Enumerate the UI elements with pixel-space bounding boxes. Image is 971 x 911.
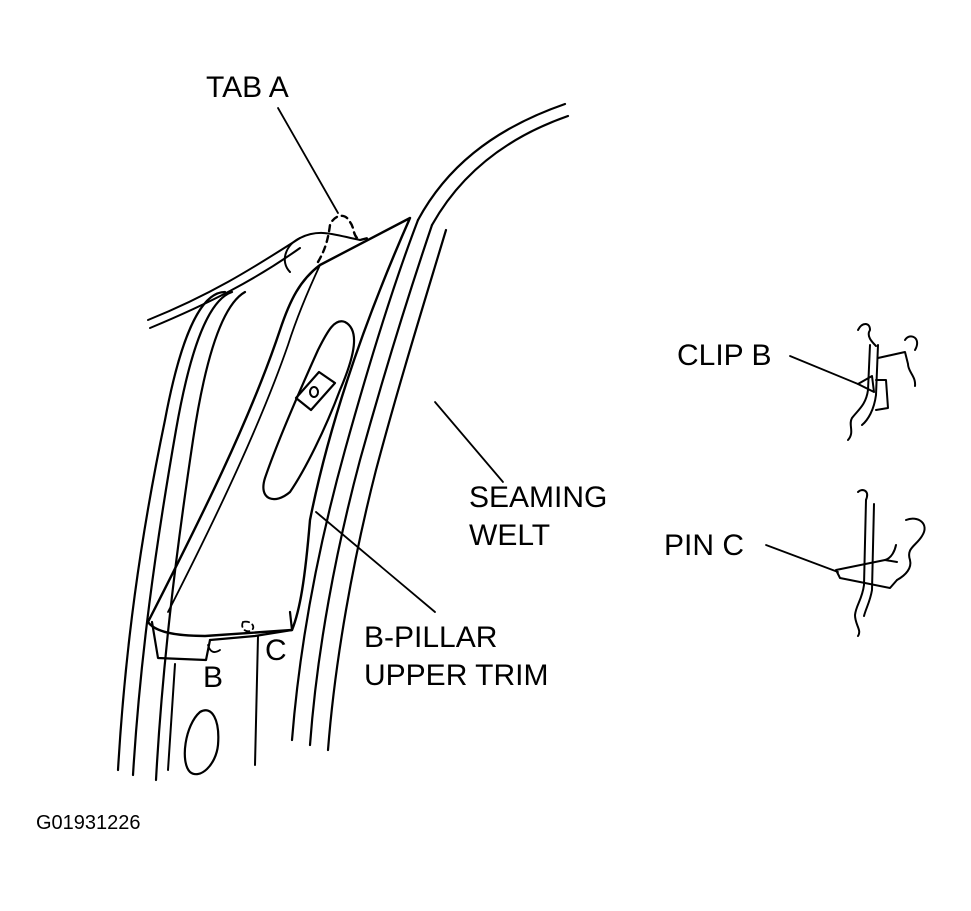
tab-a-label: TAB A [206,71,289,104]
b-pillar-label-line2: UPPER TRIM [364,659,549,692]
seaming-welt-label-line1: SEAMING [469,481,608,514]
clip-b-label: CLIP B [677,339,772,372]
leader-lines [277,107,859,613]
seaming-welt-leader [434,401,504,483]
seaming-welt [290,102,570,752]
b-pillar-leader [315,511,436,613]
seaming-welt-label-line2: WELT [469,519,551,552]
pin-c-detail [835,489,926,637]
b-pillar-upper-trim-shape [146,216,412,662]
clip-b-leader [789,355,859,385]
pin-c-leader [765,544,839,573]
tab-a-leader [277,107,339,214]
b-marker-label: B [203,661,224,694]
roof-rail [147,231,361,329]
pin-c-label: PIN C [664,529,745,562]
c-marker-label: C [265,634,287,667]
door-opening-frame [116,290,247,782]
lower-pillar-lines [167,635,259,776]
figure-id: G01931226 [36,812,141,834]
tab-a-hidden-outline [316,214,370,264]
b-pillar-label-line1: B-PILLAR [364,621,498,654]
clip-b-detail [847,323,919,441]
